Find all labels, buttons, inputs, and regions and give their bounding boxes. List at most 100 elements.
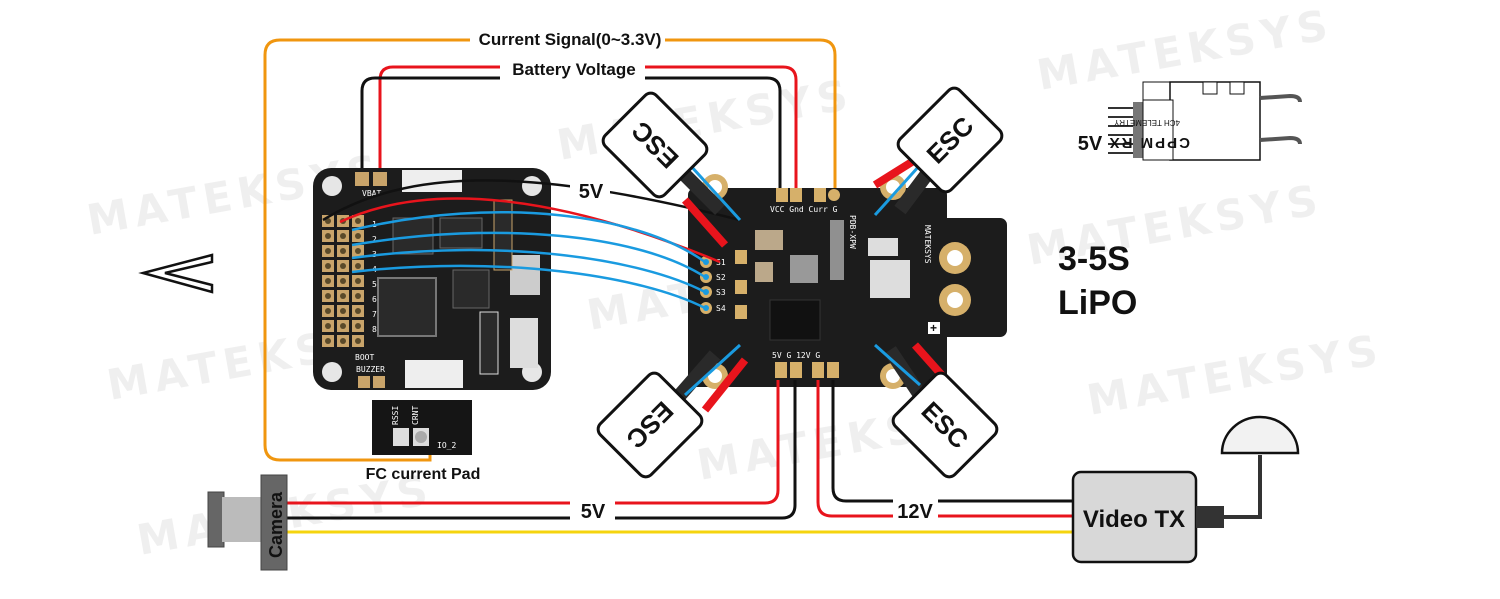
fc-pin-hole xyxy=(340,233,346,239)
pdb-power-pad xyxy=(735,250,747,264)
esc-signal-lead xyxy=(873,163,922,217)
battery-voltage-wire-pos xyxy=(378,65,500,180)
esc-body xyxy=(896,86,1004,194)
vtx-label: Video TX xyxy=(1083,506,1185,533)
fc-pin-hole xyxy=(355,308,361,314)
camera-5v-label: 5V xyxy=(581,501,606,523)
esc: ESC xyxy=(891,371,999,479)
pdb-bottom-pad-labels: 5V G 12V G xyxy=(772,351,820,360)
fc-pin-hole xyxy=(355,293,361,299)
forward-arrow-icon xyxy=(138,253,214,294)
battery-positive-mark: + xyxy=(930,321,937,335)
fc-current-pad-closeup: RSSI CRNT IO_2 xyxy=(372,400,472,455)
pdb-signal-label: S1 xyxy=(716,258,726,267)
fc-pin-hole xyxy=(340,308,346,314)
fc-pin-hole xyxy=(325,338,331,344)
fc-pin-hole xyxy=(340,263,346,269)
fc-pin-hole xyxy=(340,278,346,284)
battery-voltage-label: Battery Voltage xyxy=(512,60,635,79)
fc-boot-label: BOOT xyxy=(355,353,374,362)
rx-5v-label: 5V xyxy=(1078,133,1103,155)
fc-5v-label: 5V xyxy=(579,181,604,203)
vtx-wires xyxy=(816,380,1073,518)
fc-motor-output-label: 2 xyxy=(372,235,377,244)
fc-pin-hole xyxy=(355,278,361,284)
battery-voltage-wire-pos-right xyxy=(645,65,798,195)
esc-body xyxy=(596,371,704,479)
video-tx: Video TX xyxy=(1071,415,1300,564)
esc-signal-lead xyxy=(688,163,742,222)
fc-motor-output-label: 8 xyxy=(372,325,377,334)
camera: Camera xyxy=(207,474,288,571)
fc-to-pdb-wires xyxy=(322,179,741,310)
fc-pin-hole xyxy=(355,323,361,329)
fc-5v-label-bg xyxy=(570,180,610,202)
fc-motor-output-label: 7 xyxy=(372,310,377,319)
esc-power-lead xyxy=(682,197,728,248)
fc-pin-hole xyxy=(325,323,331,329)
esc-power-lead xyxy=(872,156,918,189)
esc: ESC xyxy=(601,91,709,199)
watermark: MATEKSYS xyxy=(1083,325,1387,425)
esc: ESC xyxy=(896,86,1004,194)
pdb-power-pad xyxy=(735,280,747,294)
pdb-brand-label: MATEKSYS xyxy=(923,225,932,264)
pdb-signal-label: S3 xyxy=(716,288,726,297)
fc-pin-hole xyxy=(325,248,331,254)
fc-pin-hole xyxy=(325,278,331,284)
fc-pin-hole xyxy=(355,338,361,344)
fc-pin-hole xyxy=(325,308,331,314)
fc-pin-hole xyxy=(325,293,331,299)
fc-motor-output-label: 5 xyxy=(372,280,377,289)
current-signal-label: Current Signal(0~3.3V) xyxy=(479,30,662,49)
antenna-icon xyxy=(1220,415,1300,455)
vtx-12v-label: 12V xyxy=(897,501,933,523)
fc-current-pad-label: FC current Pad xyxy=(366,466,481,483)
pdb-top-pad-labels: VCC Gnd Curr G xyxy=(770,205,838,214)
esc-arm xyxy=(894,165,936,215)
esc-signal-lead xyxy=(874,343,921,387)
fc-pin-hole xyxy=(340,293,346,299)
current-signal-wire-right xyxy=(665,38,837,195)
pdb-model-label: PDB-XPW xyxy=(848,215,857,249)
fc-pin-hole xyxy=(325,263,331,269)
fc-buzzer-label: BUZZER xyxy=(356,365,385,374)
esc: ESC xyxy=(596,371,704,479)
current-signal-wire xyxy=(263,38,470,462)
fc-pin-hole xyxy=(325,233,331,239)
fc-pin-hole xyxy=(340,248,346,254)
fc-pin-hole xyxy=(340,323,346,329)
pdb-signal-label: S4 xyxy=(716,304,726,313)
fc-pin-hole xyxy=(355,263,361,269)
esc-power-lead xyxy=(701,357,749,413)
fc-pin-hole xyxy=(325,218,331,224)
esc-signal-lead xyxy=(683,343,742,397)
pdb-power-pad xyxy=(735,305,747,319)
rx-name: CPPM RX xyxy=(1108,134,1190,151)
esc-body xyxy=(891,371,999,479)
fc-motor-output-label: 6 xyxy=(372,295,377,304)
esc-arm xyxy=(675,165,725,215)
escs: ESC ESC ESC ESC xyxy=(596,86,1004,479)
rssi-pad-label: RSSI xyxy=(391,406,400,425)
esc-body xyxy=(601,91,709,199)
esc-arm xyxy=(674,350,721,400)
fc-pin-hole xyxy=(355,218,361,224)
camera-wires xyxy=(278,380,1073,534)
camera-label: Camera xyxy=(266,491,286,558)
pdb-signal-label: S2 xyxy=(716,273,726,282)
battery-voltage-wire-gnd-right xyxy=(645,76,782,195)
fc-pin-hole xyxy=(340,338,346,344)
fc-pin-hole xyxy=(355,233,361,239)
fc-vbat-label: VBAT xyxy=(362,189,381,198)
io2-label: IO_2 xyxy=(437,441,456,450)
rx-subtitle: 4CH TELEMETRY xyxy=(1113,118,1180,127)
fc-pin-hole xyxy=(355,248,361,254)
cppm-receiver: 4CH TELEMETRY CPPM RX xyxy=(1108,81,1302,161)
crnt-pad-label: CRNT xyxy=(411,406,420,425)
battery-type-label: LiPO xyxy=(1058,284,1137,322)
